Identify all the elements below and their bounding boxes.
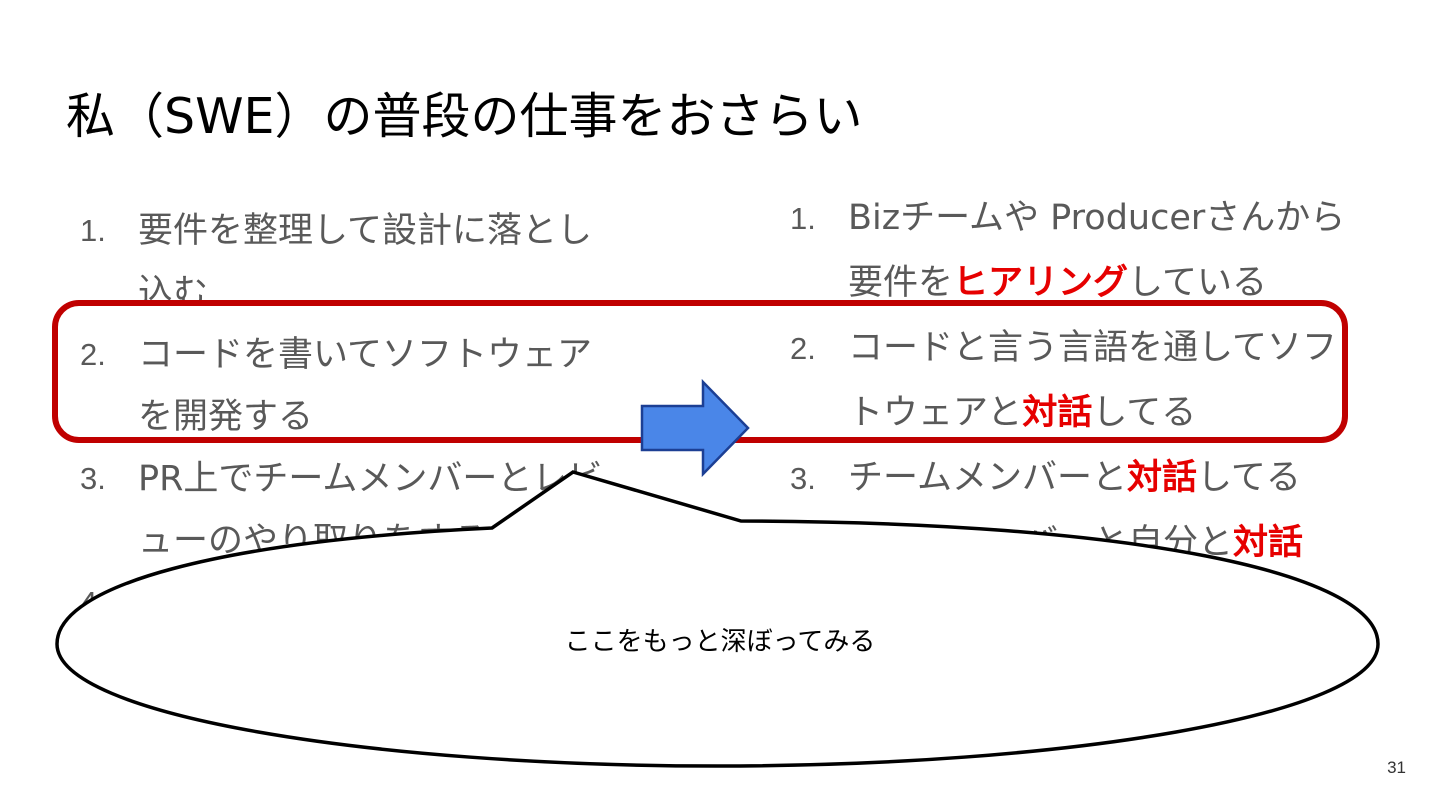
list-number: 1.	[80, 213, 106, 248]
list-item-text: 要件を整理して設計に落とし込む	[138, 211, 592, 313]
list-number: 2.	[80, 337, 106, 372]
emphasis-text: ヒアリング	[953, 263, 1129, 303]
list-number: 1.	[790, 201, 816, 236]
left-list-item: 1. 要件を整理して設計に落とし込む	[80, 200, 620, 324]
right-list-item: 2. コードと言う言語を通してソフトウェアと対話してる	[790, 316, 1350, 446]
slide-title: 私（SWE）の普段の仕事をおさらい	[66, 88, 863, 145]
callout-text: ここをもっと深ぼってみる	[564, 627, 876, 657]
right-list-item: 3. チームメンバーと対話してる	[790, 446, 1350, 511]
list-item-text: Bizチームや Producerさんから要件を	[848, 198, 1346, 303]
left-list-item: 2. コードを書いてソフトウェアを開発する	[80, 324, 620, 448]
emphasis-text: 対話	[1233, 523, 1304, 563]
page-number: 31	[1387, 758, 1406, 777]
speech-bubble	[55, 470, 1380, 768]
list-item-text-tail: してる	[1092, 393, 1197, 433]
list-number: 2.	[790, 331, 816, 366]
right-dialogue-list: 1. Bizチームや Producerさんから要件をヒアリングしている 2. コ…	[790, 186, 1350, 576]
list-number: 3.	[80, 461, 106, 496]
right-list-item: 1. Bizチームや Producerさんから要件をヒアリングしている	[790, 186, 1350, 316]
arrow-right-icon	[640, 378, 750, 478]
list-item-text: コードを書いてソフトウェアを開発する	[138, 335, 592, 437]
list-item-text: チームメンバーと	[848, 458, 1127, 498]
emphasis-text: 対話	[1022, 393, 1093, 433]
list-number: 3.	[790, 461, 816, 496]
emphasis-text: 対話	[1126, 458, 1197, 498]
list-item-text: コードと言う言語を通してソフトウェアと	[848, 328, 1337, 433]
list-item-text-tail: している	[1128, 263, 1267, 303]
list-item-text-tail: してる	[1196, 458, 1301, 498]
